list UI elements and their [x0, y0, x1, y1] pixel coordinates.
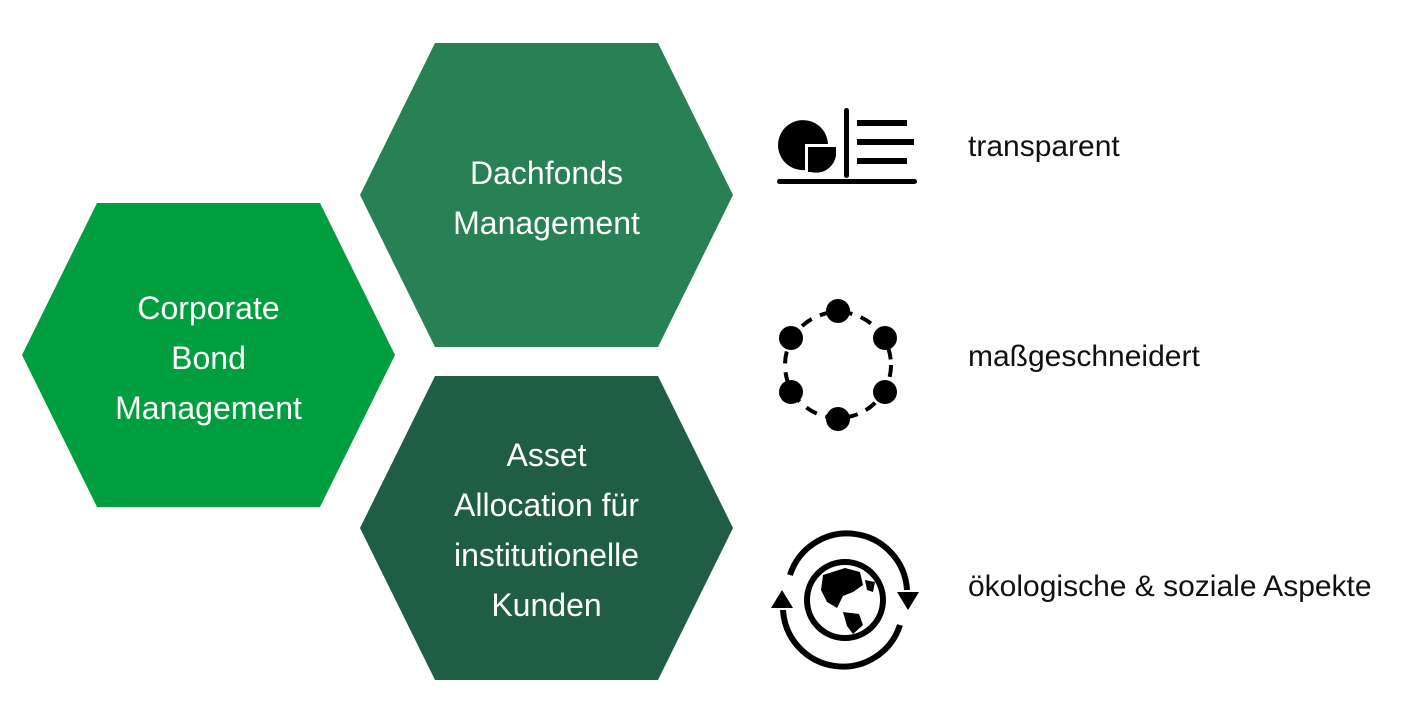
report-chart-icon	[777, 108, 917, 184]
hexagon-label-asset-allocation: Asset Allocation für institutionelle Kun…	[360, 430, 733, 630]
hexagon-asset-allocation	[360, 376, 733, 680]
hexagon-label-corporate-bond: Corporate Bond Management	[22, 283, 395, 433]
hexagon-corporate-bond	[22, 203, 395, 507]
label-line: Dachfonds	[470, 155, 623, 191]
label-line: Allocation für	[454, 487, 639, 523]
label-line: Bond	[171, 340, 246, 376]
hexagon-dachfonds	[360, 43, 733, 347]
globe-cycle-icon	[771, 530, 919, 670]
hexagon-label-dachfonds: Dachfonds Management	[360, 148, 733, 248]
label-line: Asset	[506, 437, 587, 473]
label-line: institutionelle	[454, 537, 639, 573]
feature-label-transparent: transparent	[968, 130, 1120, 163]
label-line: Corporate	[137, 290, 280, 326]
label-line: Kunden	[491, 587, 602, 623]
label-line: Management	[115, 390, 302, 426]
feature-label-esg: ökologische & soziale Aspekte	[968, 570, 1372, 603]
label-line: Management	[453, 205, 640, 241]
network-circle-icon	[779, 299, 897, 431]
feature-label-tailored: maßgeschneidert	[968, 340, 1200, 373]
